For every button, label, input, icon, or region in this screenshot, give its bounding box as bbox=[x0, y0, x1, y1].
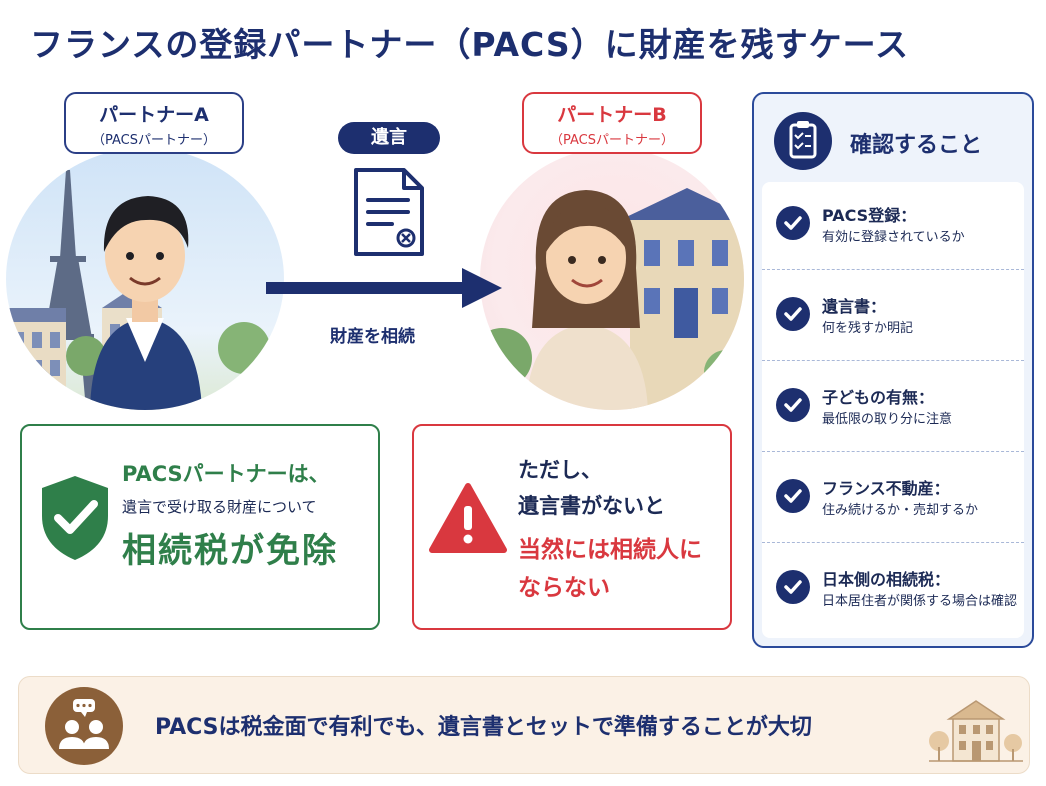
checklist-item: 遺言書： 何を残すか明記 bbox=[762, 273, 1024, 361]
checklist-list: PACS登録： 有効に登録されているか 遺言書： 何を残すか明記 子どもの有無：… bbox=[762, 182, 1024, 638]
partner-b-label: パートナーB （PACSパートナー） bbox=[522, 92, 702, 154]
paris-scene-icon bbox=[6, 170, 270, 410]
warning-triangle-icon bbox=[429, 483, 507, 553]
house-icon bbox=[929, 700, 1023, 762]
summary-text: PACSは税金面で有利でも、遺言書とセットで準備することが大切 bbox=[155, 715, 812, 740]
checklist-panel: 確認すること PACS登録： 有効に登録されているか 遺言書： 何を残すか明記 … bbox=[752, 92, 1034, 648]
warning-line2: 遺言書がないと bbox=[518, 494, 665, 518]
partner-a-sub: （PACSパートナー） bbox=[91, 133, 216, 148]
warning-box: ただし、 遺言書がないと 当然には相続人に ならない bbox=[412, 424, 732, 630]
partner-b-illustration bbox=[480, 148, 744, 410]
partner-a-illustration bbox=[6, 148, 284, 410]
warning-line1: ただし、 bbox=[518, 458, 602, 482]
check-icon bbox=[776, 206, 810, 240]
page-title: フランスの登録パートナー（PACS）に財産を残すケース bbox=[30, 25, 909, 64]
check-icon bbox=[776, 388, 810, 422]
house-scene-icon bbox=[480, 188, 744, 410]
checklist-item: フランス不動産： 住み続けるか・売却するか bbox=[762, 455, 1024, 543]
exemption-line3: 相続税が免除 bbox=[122, 531, 338, 571]
clipboard-check-icon bbox=[774, 112, 832, 170]
checklist-item-title: 遺言書： bbox=[822, 297, 887, 316]
checklist-item-desc: 最低限の取り分に注意 bbox=[822, 412, 953, 427]
checklist-item-desc: 何を残すか明記 bbox=[822, 321, 914, 336]
checklist-item-title: PACS登録： bbox=[822, 206, 917, 225]
check-icon bbox=[776, 297, 810, 331]
people-chat-icon bbox=[45, 687, 123, 765]
checklist-item-desc: 有効に登録されているか bbox=[822, 230, 965, 245]
partner-a-label: パートナーA （PACSパートナー） bbox=[64, 92, 244, 154]
check-icon bbox=[776, 479, 810, 513]
tax-exemption-box: PACSパートナーは、 遺言で受け取る財産について 相続税が免除 bbox=[20, 424, 380, 630]
partner-b-name: パートナーB bbox=[557, 104, 667, 126]
warning-line3: 当然には相続人に bbox=[518, 537, 702, 563]
exemption-line1: PACSパートナーは、 bbox=[122, 462, 330, 486]
exemption-line2: 遺言で受け取る財産について bbox=[122, 498, 317, 516]
checklist-title: 確認すること bbox=[850, 133, 983, 158]
checklist-item-desc: 住み続けるか・売却するか bbox=[822, 503, 979, 518]
summary-footer: PACSは税金面で有利でも、遺言書とセットで準備することが大切 bbox=[18, 676, 1030, 774]
checklist-header: 確認すること bbox=[774, 112, 1014, 172]
checklist-item-title: 子どもの有無： bbox=[822, 388, 935, 407]
checklist-item-desc: 日本居住者が関係する場合は確認 bbox=[822, 594, 1018, 609]
partner-b-sub: （PACSパートナー） bbox=[549, 133, 674, 148]
partner-a-name: パートナーA bbox=[99, 104, 209, 126]
arrow-right-icon bbox=[266, 268, 502, 308]
shield-check-icon bbox=[42, 476, 108, 560]
checklist-item-title: 日本側の相続税： bbox=[822, 570, 951, 589]
will-label: 遺言 bbox=[338, 122, 440, 154]
checklist-item: PACS登録： 有効に登録されているか bbox=[762, 182, 1024, 270]
checklist-item-title: フランス不動産： bbox=[822, 479, 950, 498]
document-icon bbox=[354, 168, 424, 256]
inherit-label: 財産を相続 bbox=[330, 327, 415, 347]
warning-line4: ならない bbox=[518, 575, 610, 601]
checklist-item: 日本側の相続税： 日本居住者が関係する場合は確認 bbox=[762, 546, 1024, 638]
check-icon bbox=[776, 570, 810, 604]
checklist-item: 子どもの有無： 最低限の取り分に注意 bbox=[762, 364, 1024, 452]
